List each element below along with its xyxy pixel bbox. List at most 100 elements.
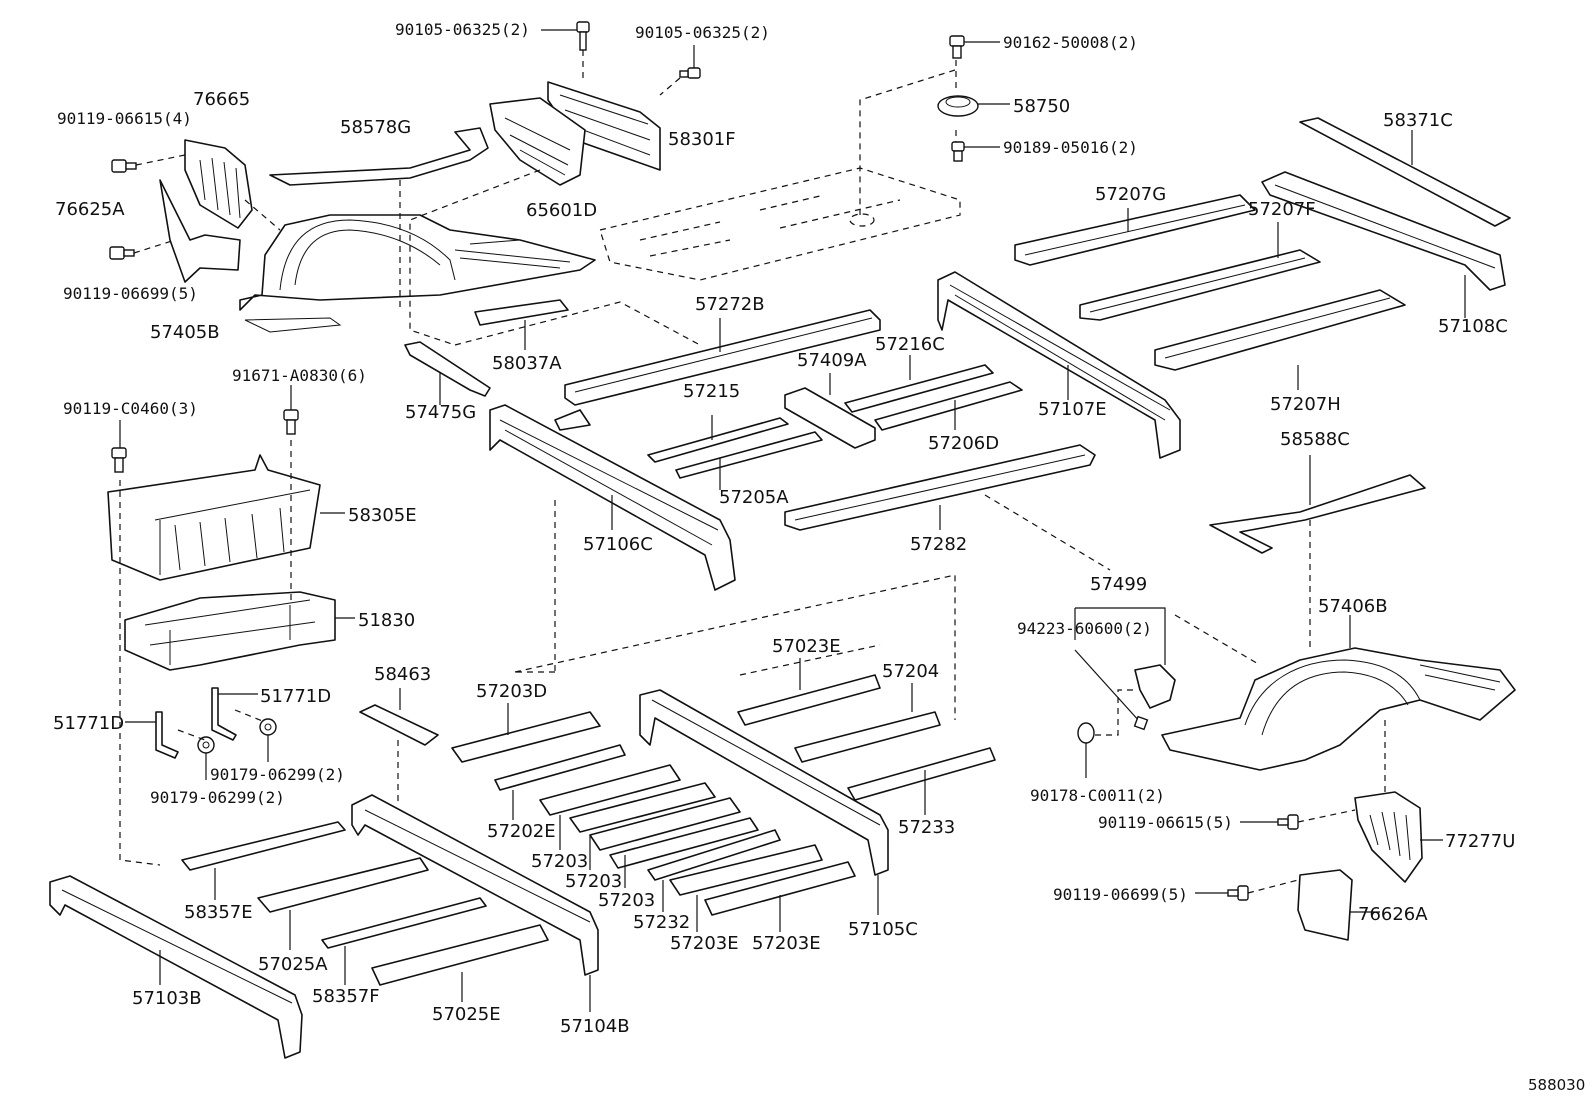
callout-90119-06615-4: 90119-06615(4): [57, 109, 192, 128]
callout-58463: 58463: [374, 664, 431, 685]
callout-57405B: 57405B: [150, 322, 220, 343]
callout-94223-60600: 94223-60600(2): [1017, 619, 1152, 638]
callout-58037A: 58037A: [492, 353, 562, 374]
bracket-58301F: [547, 81, 661, 171]
callout-90178-C0011: 90178-C0011(2): [1030, 786, 1165, 805]
callout-58301F: 58301F: [668, 129, 736, 150]
bolt-icon: [951, 141, 965, 162]
callout-58357E: 58357E: [184, 902, 253, 923]
callout-57406B: 57406B: [1318, 596, 1388, 617]
callout-57207H: 57207H: [1270, 394, 1341, 415]
bar-57215: [647, 417, 789, 463]
callout-51771D-b: 51771D: [260, 686, 331, 707]
bar-57233: [847, 747, 996, 801]
bolt-icon: [949, 35, 965, 59]
callout-57207F: 57207F: [1248, 199, 1316, 220]
nut-icon: [197, 736, 215, 754]
rail-58357F: [321, 897, 487, 949]
seal-58588C: [1209, 474, 1426, 554]
rail-57475G: [404, 341, 491, 397]
bolt-icon: [111, 159, 137, 173]
callout-57475G: 57475G: [405, 402, 476, 423]
mud-guard-76665: [184, 139, 253, 229]
callout-90105-06325-a: 90105-06325(2): [395, 20, 530, 39]
cross-member-57104B: [351, 794, 599, 976]
bracket-65601D: [489, 97, 586, 186]
callout-58750: 58750: [1013, 96, 1070, 117]
callout-57025A: 57025A: [258, 954, 328, 975]
seal-58578G: [269, 127, 489, 186]
nut-icon: [1077, 722, 1095, 744]
callout-57203D: 57203D: [476, 681, 547, 702]
callout-90105-06325-b: 90105-06325(2): [635, 23, 770, 42]
callout-57499: 57499: [1090, 574, 1147, 595]
nut-icon: [259, 718, 277, 736]
callout-58357F: 58357F: [312, 986, 380, 1007]
plate-58463: [359, 704, 439, 746]
bracket-57409A: [784, 387, 876, 449]
callout-91671-A0830: 91671-A0830(6): [232, 366, 367, 385]
dashed-frame: [514, 500, 956, 720]
rail-57108C: [1261, 171, 1506, 291]
callout-90179-06299-a: 90179-06299(2): [210, 765, 345, 784]
callout-57025E: 57025E: [432, 1004, 501, 1025]
callout-57272B: 57272B: [695, 294, 765, 315]
cross-member-57207G: [1014, 194, 1256, 266]
callout-65601D: 65601D: [526, 200, 597, 221]
mud-flap-76625A: [159, 179, 241, 283]
wheel-house-57406B: [1161, 647, 1516, 771]
callout-57104B: 57104B: [560, 1016, 630, 1037]
bracket-51771D-left: [155, 711, 179, 759]
diagram-reference-code: 588030: [1528, 1076, 1585, 1094]
callout-90179-06299-b: 90179-06299(2): [150, 788, 285, 807]
callout-90189-05016: 90189-05016(2): [1003, 138, 1138, 157]
callout-58371C: 58371C: [1383, 110, 1453, 131]
callout-57203-b: 57203: [565, 871, 622, 892]
callout-57202E: 57202E: [487, 821, 556, 842]
bolt-icon: [679, 67, 701, 79]
cross-member-57207H: [1154, 289, 1406, 371]
callout-90119-C0460: 90119-C0460(3): [63, 399, 198, 418]
rail-57025E: [371, 924, 549, 986]
callout-90119-06615-5: 90119-06615(5): [1098, 813, 1233, 832]
callout-90119-06699-5a: 90119-06699(5): [63, 284, 198, 303]
callout-57105C: 57105C: [848, 919, 918, 940]
callout-57204: 57204: [882, 661, 939, 682]
cross-member-57107E: [937, 271, 1181, 459]
bar-57204: [794, 711, 941, 763]
callout-57203E-b: 57203E: [752, 933, 821, 954]
bolt-icon: [283, 409, 299, 435]
bars-57203-group: [539, 764, 781, 881]
bracket-51771D-right: [211, 687, 237, 741]
callout-57203-c: 57203: [598, 890, 655, 911]
bracket-57499: [1134, 664, 1176, 709]
callout-57207G: 57207G: [1095, 184, 1166, 205]
callout-76625A: 76625A: [55, 199, 125, 220]
callout-57216C: 57216C: [875, 334, 945, 355]
bar-57205A: [675, 431, 823, 479]
floor-outline-dashed: [599, 167, 961, 281]
callout-58305E: 58305E: [348, 505, 417, 526]
callout-57106C: 57106C: [583, 534, 653, 555]
bar-57203E-b: [704, 861, 856, 916]
cross-member-57207F: [1079, 249, 1321, 321]
carrier-51830: [124, 591, 336, 671]
callout-57409A: 57409A: [797, 350, 867, 371]
callout-57203E-a: 57203E: [670, 933, 739, 954]
callout-57233: 57233: [898, 817, 955, 838]
callout-51771D-a: 51771D: [53, 713, 124, 734]
bolt-icon: [1227, 885, 1249, 901]
mud-guard-77277U: [1354, 791, 1423, 883]
bracket-58037A: [474, 299, 569, 326]
callout-90162-50008: 90162-50008(2): [1003, 33, 1138, 52]
callout-57206D: 57206D: [928, 433, 999, 454]
cross-member-57103B: [49, 875, 303, 1059]
callout-58588C: 58588C: [1280, 429, 1350, 450]
callout-57232: 57232: [633, 912, 690, 933]
nut-icon: [1133, 715, 1149, 731]
callout-57205A: 57205A: [719, 487, 789, 508]
rail-58357E: [181, 821, 346, 871]
mud-flap-76626A: [1297, 869, 1353, 941]
grommet-58750: [937, 95, 979, 117]
